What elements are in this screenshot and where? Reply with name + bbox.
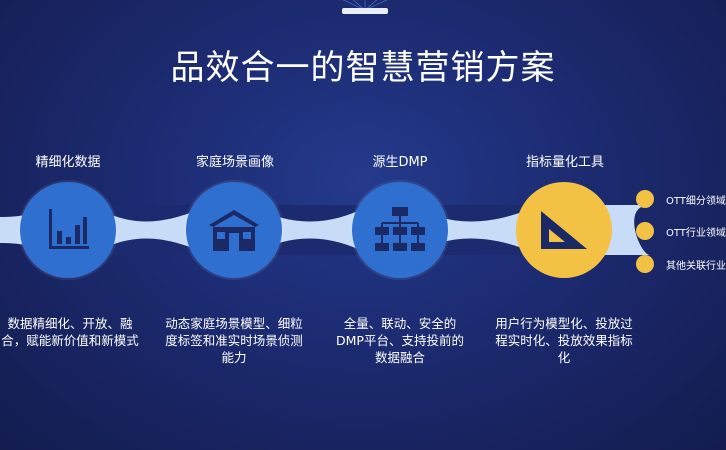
legend-label: OTT行业领域 — [666, 227, 726, 239]
step-desc-metrics: 用户行为模型化、投放过程实时化、投放效果指标化 — [495, 316, 633, 365]
step-desc-family: 动态家庭场景模型、细粒度标签和准实时场景侦测能力 — [165, 316, 303, 365]
step-label-dmp: 源生DMP — [372, 155, 428, 170]
legend-dot — [636, 190, 654, 208]
step-label-family: 家庭场景画像 — [195, 155, 274, 170]
set-square-icon — [541, 211, 587, 249]
network-decoration — [342, 0, 388, 14]
hierarchy-icon — [375, 207, 425, 251]
step-label-data: 精细化数据 — [35, 155, 101, 170]
step-circle-metrics — [516, 182, 612, 278]
step-desc-dmp: 全量、联动、安全的DMP平台、支持投前的数据融合 — [336, 316, 464, 365]
legend-item: 其他关联行业 — [636, 255, 726, 273]
step-circle-data — [20, 182, 116, 278]
legend-label: 其他关联行业 — [666, 260, 726, 272]
step-label-metrics: 指标量化工具 — [525, 155, 604, 170]
step-circle-family — [186, 182, 282, 278]
house-icon — [209, 210, 259, 251]
legend-item: OTT细分领域 — [636, 190, 726, 208]
legend-dot — [636, 222, 654, 240]
step-circle-dmp — [352, 182, 448, 278]
legend-item: OTT行业领域 — [636, 222, 726, 240]
bar-chart-icon — [49, 209, 89, 249]
step-desc-data: 数据精细化、开放、融合，赋能新价值和新模式 — [1, 316, 139, 348]
legend-dot — [636, 255, 654, 273]
legend-label: OTT细分领域 — [666, 195, 726, 207]
page-title: 品效合一的智慧营销方案 — [170, 48, 556, 88]
